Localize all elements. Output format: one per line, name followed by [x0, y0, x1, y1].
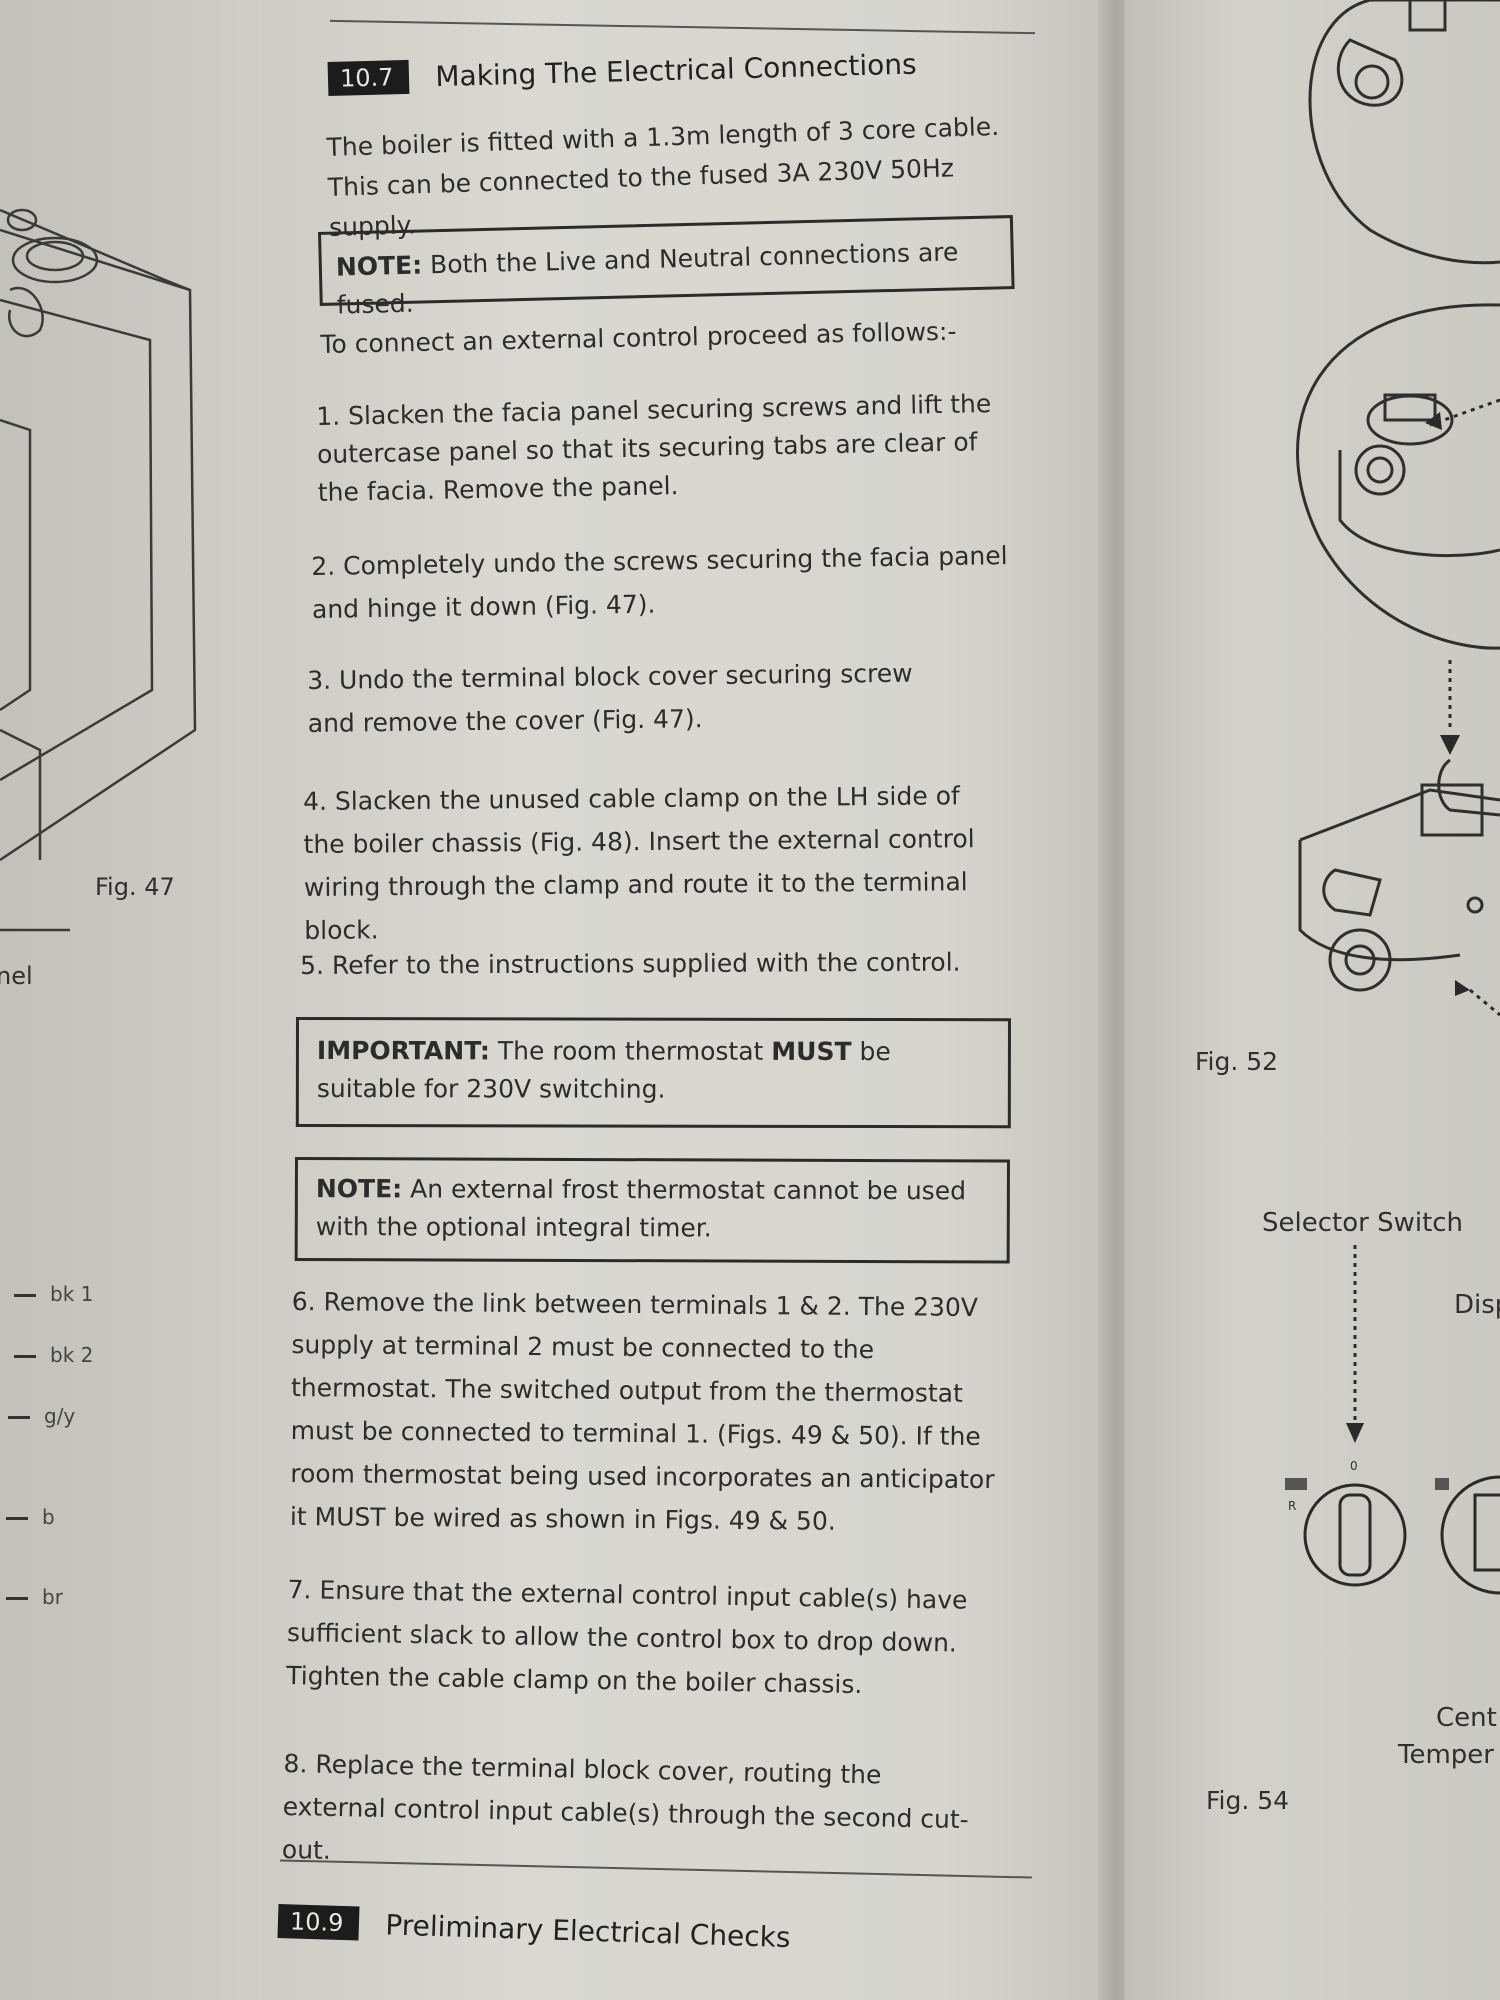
edge-disp-label: Disp — [1454, 1290, 1500, 1320]
wire-label-b: b — [6, 1505, 55, 1529]
fig-52-label: Fig. 52 — [1195, 1047, 1279, 1076]
note-label: NOTE: — [335, 250, 423, 282]
left-page — [0, 0, 270, 2000]
selector-dial-illustration: 0 R — [1285, 1245, 1500, 1595]
dial-mode-icon — [1285, 1478, 1307, 1490]
right-page — [1125, 0, 1500, 2000]
step-4: 4. Slacken the unused cable clamp on the… — [303, 781, 975, 945]
gas-valve-illustration — [1296, 0, 1500, 1017]
step-5: 5. Refer to the instructions supplied wi… — [300, 947, 961, 980]
important-text-1: The room thermostat — [489, 1036, 772, 1066]
important-box: IMPORTANT: The room thermostat MUST be s… — [295, 1017, 1011, 1129]
left-edge-word: nel — [0, 962, 33, 990]
edge-temper-label: Temper — [1398, 1740, 1494, 1770]
wire-label-gy: g/y — [8, 1404, 75, 1428]
fig-47-label: Fig. 47 — [95, 873, 175, 901]
step-2: 2. Completely undo the screws securing t… — [311, 541, 1008, 624]
step-6: 6. Remove the link between terminals 1 &… — [289, 1286, 995, 1536]
note2-text: An external frost thermostat cannot be u… — [315, 1174, 967, 1243]
step-1: 1. Slacken the facia panel securing scre… — [316, 389, 992, 507]
step-3: 3. Undo the terminal block cover securin… — [307, 658, 913, 738]
step-7: 7. Ensure that the external control inpu… — [286, 1574, 968, 1700]
dial-r-label: R — [1288, 1499, 1296, 1513]
important-must: MUST — [771, 1036, 852, 1066]
wire-label-bk1: bk 1 — [14, 1282, 93, 1306]
fig-54-label: Fig. 54 — [1206, 1786, 1290, 1815]
note2-label: NOTE: — [315, 1174, 403, 1204]
section-number: 10.7 — [327, 59, 410, 96]
wire-label-br: br — [6, 1585, 63, 1609]
section-number-10-9: 10.9 — [277, 1904, 360, 1941]
wire-label-bk2: bk 2 — [14, 1343, 93, 1367]
dial-mode-icon-right — [1435, 1478, 1449, 1490]
main-page — [262, 0, 1112, 2000]
important-label: IMPORTANT: — [316, 1036, 490, 1066]
note-frost-box: NOTE: An external frost thermostat canno… — [294, 1157, 1010, 1264]
boiler-illustration — [0, 208, 197, 932]
dial-zero-label: 0 — [1350, 1459, 1358, 1473]
selector-switch-label: Selector Switch — [1262, 1208, 1464, 1238]
edge-cent-label: Cent — [1436, 1703, 1497, 1733]
